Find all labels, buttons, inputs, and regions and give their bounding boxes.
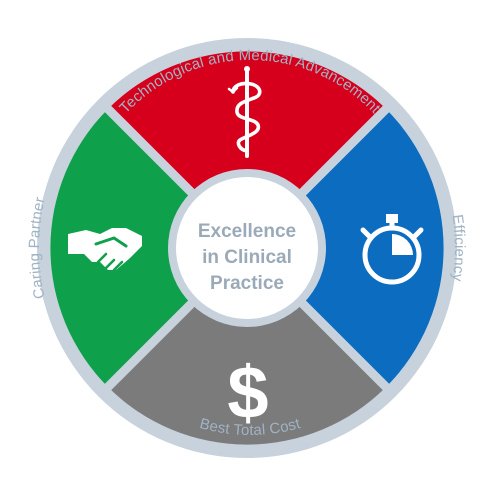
stopwatch-icon [360, 214, 424, 285]
center-hub [176, 177, 318, 319]
dollar-sign-icon: $ [227, 351, 268, 434]
segment-efficiency [247, 109, 444, 387]
center-line-2: in Clinical [202, 247, 292, 268]
label-efficiency: Efficiency [448, 214, 467, 283]
handshake-icon [68, 228, 142, 272]
center-line-1: Excellence [198, 221, 296, 242]
center-line-3: Practice [210, 273, 284, 294]
label-caring-partner: Caring Partner [26, 195, 49, 300]
segment-best-total-cost [108, 248, 386, 445]
staff-of-asclepius-icon [227, 66, 262, 158]
segment-caring-partner [50, 109, 247, 387]
